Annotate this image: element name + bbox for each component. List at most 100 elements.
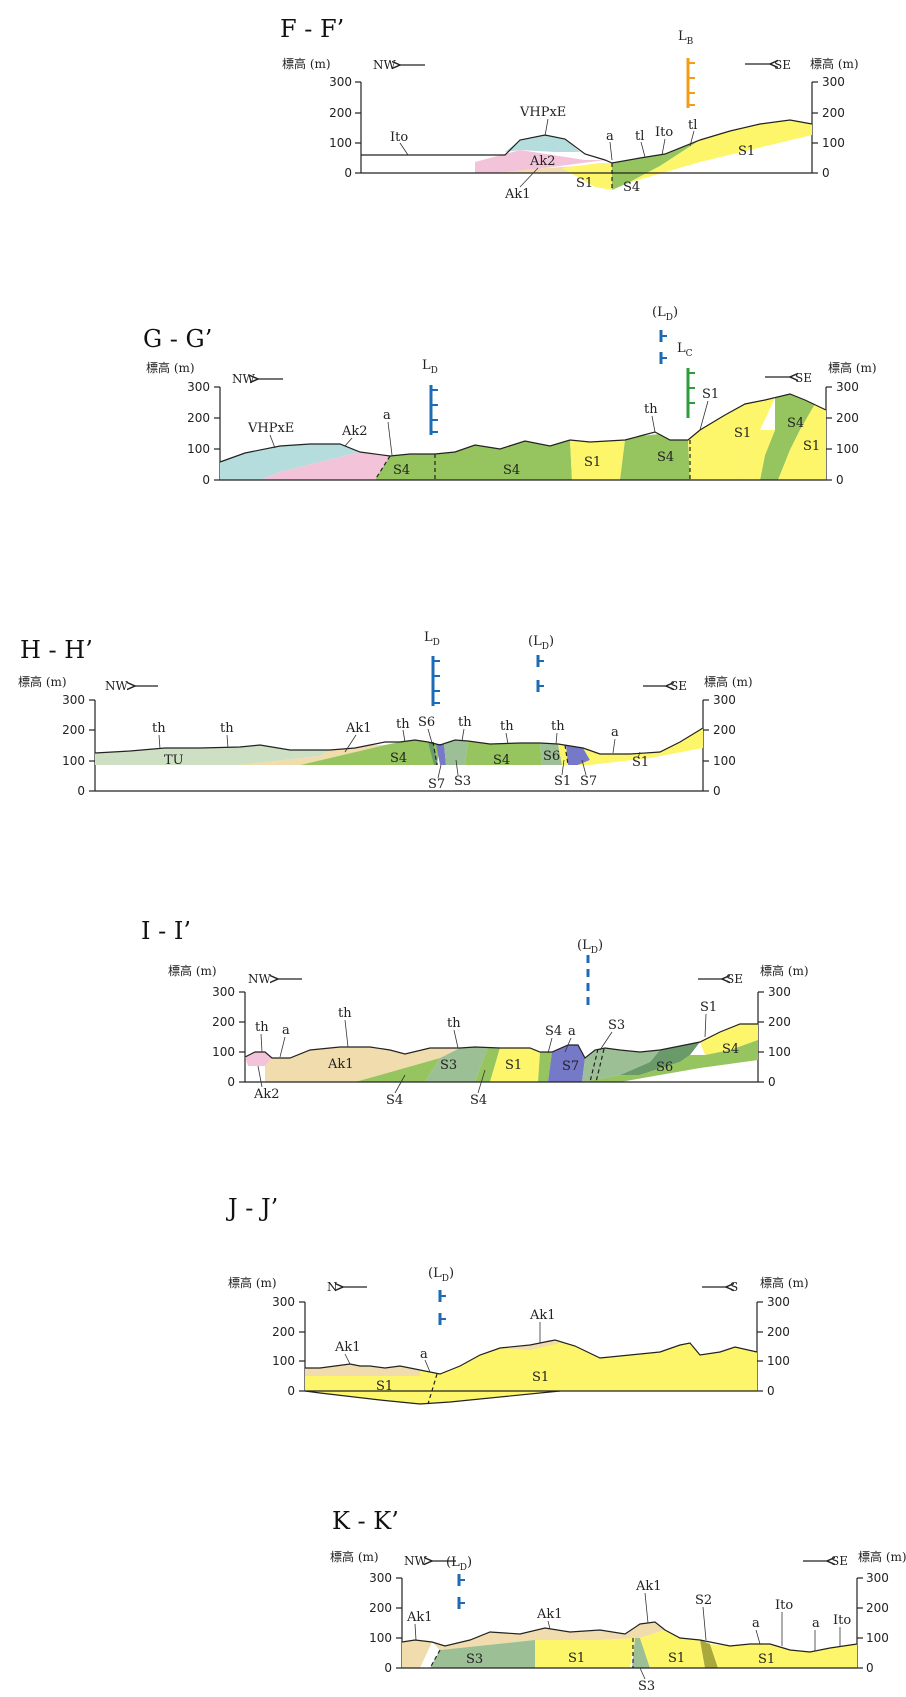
j-unit-s1 bbox=[305, 1340, 757, 1404]
h-rtick-300: 300 bbox=[713, 693, 736, 707]
i-rtick-100: 100 bbox=[768, 1045, 791, 1059]
j-tick-100: 100 bbox=[272, 1354, 295, 1368]
i-unit-s4a bbox=[355, 1058, 440, 1082]
f-tick-200: 200 bbox=[329, 106, 352, 120]
i-label-s7: S7 bbox=[562, 1059, 579, 1074]
h-rtick-200: 200 bbox=[713, 723, 736, 737]
h-right-axis-label: 標高 (m) bbox=[704, 674, 753, 689]
f-rtick-300: 300 bbox=[822, 75, 845, 89]
j-label-s1-b: S1 bbox=[532, 1370, 549, 1385]
h-tick-0: 0 bbox=[77, 784, 85, 798]
g-rtick-100: 100 bbox=[836, 442, 859, 456]
i-tick-200: 200 bbox=[212, 1015, 235, 1029]
i-unit-s4b bbox=[475, 1047, 500, 1082]
i-unit-s4c bbox=[538, 1052, 552, 1082]
h-unit-s7b bbox=[566, 745, 590, 765]
g-tick-100: 100 bbox=[187, 442, 210, 456]
f-tick-0: 0 bbox=[344, 166, 352, 180]
section-k-title: K - K’ bbox=[332, 1507, 399, 1535]
f-rtick-100: 100 bbox=[822, 136, 845, 150]
h-label-s4-a: S4 bbox=[390, 751, 407, 766]
g-dir-left: NW bbox=[232, 372, 256, 386]
k-rtick-300: 300 bbox=[866, 1571, 889, 1585]
i-rtick-0: 0 bbox=[768, 1075, 776, 1089]
i-rtick-300: 300 bbox=[768, 985, 791, 999]
k-tick-0: 0 bbox=[384, 1661, 392, 1675]
h-unit-s1b bbox=[578, 728, 703, 765]
k-label-s2: S2 bbox=[695, 1593, 712, 1608]
j-left-axis-label: 標高 (m) bbox=[228, 1275, 277, 1290]
i-dir-right: SE bbox=[726, 972, 743, 986]
g-rtick-0: 0 bbox=[836, 473, 844, 487]
i-unit-s6 bbox=[620, 1042, 700, 1075]
h-dir-right: SE bbox=[670, 679, 687, 693]
k-unit-s1a bbox=[535, 1638, 635, 1668]
section-g: G - G’ 標高 (m) 300 200 100 0 標高 (m) 300 2… bbox=[143, 305, 877, 487]
i-label-ak1: Ak1 bbox=[327, 1057, 354, 1072]
j-label-s1-a: S1 bbox=[376, 1379, 393, 1394]
h-left-axis-label: 標高 (m) bbox=[18, 674, 67, 689]
i-tick-100: 100 bbox=[212, 1045, 235, 1059]
h-label-s3: S3 bbox=[454, 774, 471, 789]
f-dir-right: SE bbox=[774, 58, 791, 72]
f-label-s1-b: S1 bbox=[738, 144, 755, 159]
g-dir-right: SE bbox=[795, 371, 812, 385]
g-rtick-300: 300 bbox=[836, 380, 859, 394]
section-j-title: J - J’ bbox=[225, 1194, 278, 1222]
section-j: J - J’ 標高 (m) 300 200 100 0 標高 (m) 300 2… bbox=[225, 1194, 809, 1405]
section-i: I - I’ 標高 (m) 300 200 100 0 標高 (m) 300 2… bbox=[141, 917, 809, 1108]
g-unit-v bbox=[220, 444, 360, 480]
i-unit-s7 bbox=[548, 1045, 585, 1082]
k-label-ak1-b: Ak1 bbox=[536, 1607, 563, 1622]
k-dir-right: SE bbox=[831, 1554, 848, 1568]
j-rtick-0: 0 bbox=[767, 1384, 775, 1398]
f-label-s4: S4 bbox=[623, 180, 640, 195]
i-left-axis-label: 標高 (m) bbox=[168, 963, 217, 978]
g-unit-s1b bbox=[688, 398, 775, 480]
f-tick-100: 100 bbox=[329, 136, 352, 150]
h-label-s7-a: S7 bbox=[428, 777, 445, 792]
k-tick-100: 100 bbox=[369, 1631, 392, 1645]
i-label-s3-a: S3 bbox=[440, 1058, 457, 1073]
k-unit-ak1a bbox=[402, 1640, 432, 1668]
i-label-s4-d: S4 bbox=[722, 1042, 739, 1057]
f-unit-s1a bbox=[562, 163, 612, 190]
f-unit-s4 bbox=[612, 140, 700, 190]
j-label-ak1-a: Ak1 bbox=[334, 1340, 361, 1355]
g-label-s4-d: S4 bbox=[787, 416, 804, 431]
j-right-axis-label: 標高 (m) bbox=[760, 1275, 809, 1290]
f-label-tl-b: tl bbox=[688, 118, 697, 133]
g-unit-s4c bbox=[620, 434, 690, 480]
f-label-a: a bbox=[606, 129, 614, 144]
f-rtick-0: 0 bbox=[822, 166, 830, 180]
k-unit-s1b bbox=[640, 1630, 705, 1668]
g-label-ak2: Ak2 bbox=[341, 424, 368, 439]
i-label-s3-b: S3 bbox=[608, 1018, 625, 1033]
h-rtick-100: 100 bbox=[713, 754, 736, 768]
j-dir-left: N bbox=[327, 1280, 338, 1294]
h-tick-200: 200 bbox=[62, 723, 85, 737]
g-tick-200: 200 bbox=[187, 411, 210, 425]
i-label-s6: S6 bbox=[656, 1060, 673, 1075]
f-rtick-200: 200 bbox=[822, 106, 845, 120]
k-lineament-ld-paren: (LD) bbox=[446, 1555, 472, 1573]
i-label-s4-c: S4 bbox=[545, 1024, 562, 1039]
h-unit-ak1 bbox=[240, 745, 385, 765]
h-label-th-b: th bbox=[220, 721, 234, 736]
h-label-th-f: th bbox=[551, 719, 565, 734]
h-lineament-ld: LD bbox=[424, 630, 440, 648]
i-dir-left: NW bbox=[248, 972, 272, 986]
h-rtick-0: 0 bbox=[713, 784, 721, 798]
h-unit-tu bbox=[95, 745, 330, 765]
h-label-s6-b: S6 bbox=[543, 749, 560, 764]
g-label-s4-a: S4 bbox=[393, 463, 410, 478]
k-label-s1-b: S1 bbox=[668, 1651, 685, 1666]
k-rtick-200: 200 bbox=[866, 1601, 889, 1615]
i-label-s1-a: S1 bbox=[505, 1058, 522, 1073]
k-label-ak1-c: Ak1 bbox=[635, 1579, 662, 1594]
g-unit-s1a bbox=[570, 440, 625, 480]
j-tick-0: 0 bbox=[287, 1384, 295, 1398]
h-unit-s7a bbox=[436, 744, 446, 765]
section-f: F - F’ 標高 (m) 300 200 100 0 標高 (m) 300 2… bbox=[280, 15, 859, 202]
g-label-a: a bbox=[383, 408, 391, 423]
